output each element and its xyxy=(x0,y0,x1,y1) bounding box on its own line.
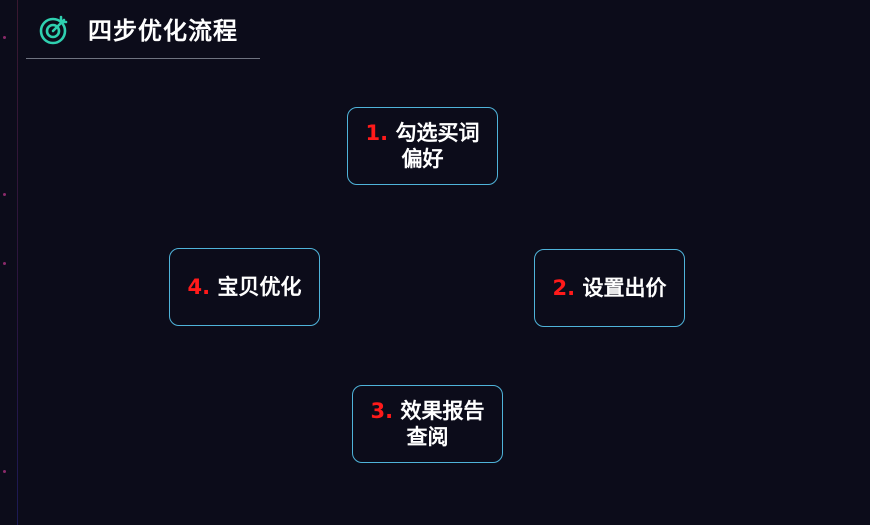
rail-dot xyxy=(3,262,6,265)
step-label: 宝贝优化 xyxy=(217,275,302,299)
rail-dot xyxy=(3,193,6,196)
section-header: 四步优化流程 xyxy=(26,8,260,59)
step-4-box: 4. 宝贝优化 xyxy=(169,248,320,326)
step-label-line2: 偏好 xyxy=(401,147,444,171)
step-2-box: 2. 设置出价 xyxy=(534,249,685,327)
step-1-box: 1. 勾选买词 偏好 xyxy=(347,107,498,185)
step-label: 效果报告 xyxy=(400,399,485,423)
target-icon xyxy=(38,14,70,46)
left-rail-line xyxy=(17,0,18,525)
step-number: 2. xyxy=(552,276,576,300)
step-label-line2: 查阅 xyxy=(406,425,449,449)
step-3-box: 3. 效果报告 查阅 xyxy=(352,385,503,463)
step-number: 1. xyxy=(365,121,389,145)
step-number: 4. xyxy=(187,275,211,299)
step-number: 3. xyxy=(370,399,394,423)
step-label: 勾选买词 xyxy=(395,121,480,145)
step-label: 设置出价 xyxy=(582,276,667,300)
rail-dot xyxy=(3,36,6,39)
rail-dot xyxy=(3,470,6,473)
page-title: 四步优化流程 xyxy=(88,17,238,45)
